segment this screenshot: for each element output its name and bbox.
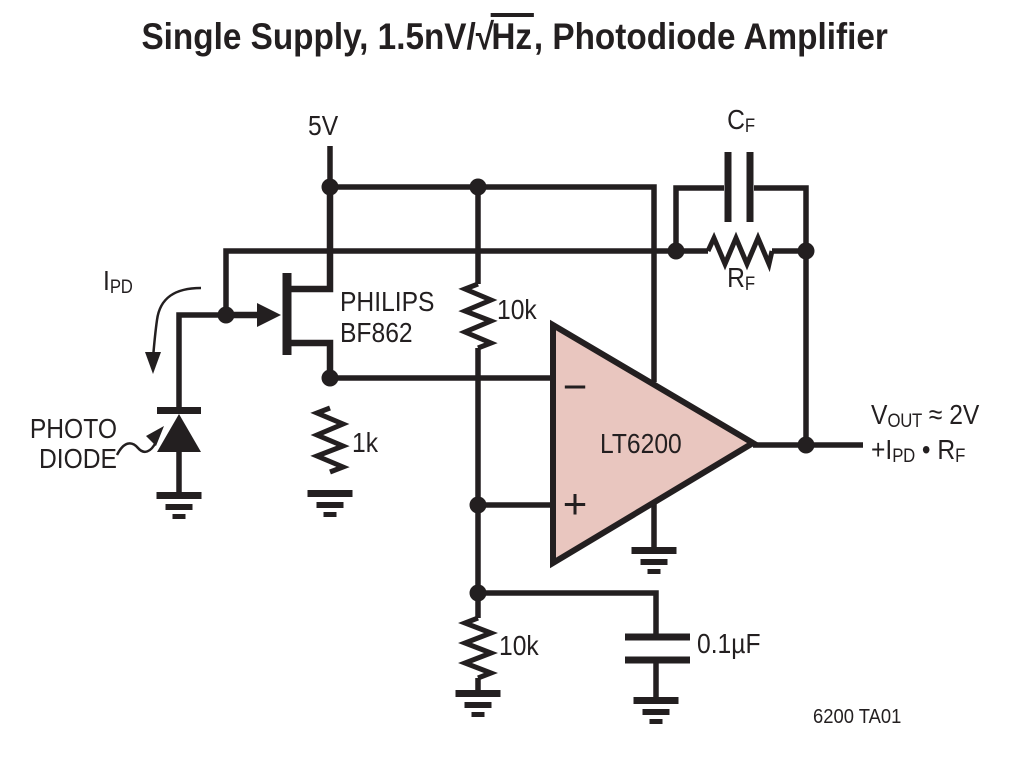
photodiode-label-line2: DIODE <box>38 443 117 474</box>
sqrt-radical: √ <box>476 16 495 57</box>
ground-symbol <box>156 491 202 520</box>
figure-number: 6200 TA01 <box>813 706 902 728</box>
capacitor-bypass <box>625 633 690 664</box>
opamp-part-label: LT6200 <box>600 428 682 459</box>
jfet-part-label-line1: PHILIPS <box>340 286 435 317</box>
jfet-part-label-line2: BF862 <box>340 317 413 348</box>
resistor-1k <box>310 405 350 475</box>
photodiode-symbol <box>157 407 201 452</box>
opamp-inverting-input-sign: − <box>562 363 588 410</box>
ground-symbol <box>307 489 353 518</box>
resistor-1k-label: 1k <box>352 427 379 458</box>
opamp-noninverting-input-sign: + <box>562 480 588 527</box>
capacitor-cf <box>724 152 754 222</box>
resistor-10k-bottom-label: 10k <box>499 630 539 661</box>
junction-dots <box>217 178 815 602</box>
label-pointer-arrow <box>115 426 164 456</box>
supply-voltage-label: 5V <box>308 110 339 141</box>
wires <box>176 146 863 698</box>
ground-symbol <box>631 546 677 575</box>
rf-label: RF <box>727 262 755 296</box>
title-text-end: , Photodiode Amplifier <box>534 16 889 57</box>
title-text: Single Supply, 1.5nV/ <box>141 16 477 57</box>
vout-label-line1: VOUT ≈ 2V <box>871 399 980 433</box>
jfet-symbol <box>226 189 334 378</box>
bypass-cap-label: 0.1µF <box>697 628 761 659</box>
jfet-gate-arrow <box>257 303 281 327</box>
vout-label-line2: +IPD • RF <box>871 434 966 468</box>
schematic-title: Single Supply, 1.5nV/√Hz, Photodiode Amp… <box>0 13 1030 57</box>
ipd-label: IPD <box>103 265 133 299</box>
cf-label: CF <box>727 104 755 138</box>
ground-symbol <box>633 696 679 725</box>
sqrt-argument: Hz <box>490 13 535 55</box>
resistor-10k-top-label: 10k <box>497 294 537 325</box>
current-direction-arrow <box>145 286 202 374</box>
resistor-10k-top <box>458 281 498 351</box>
opamp-triangle <box>550 319 759 569</box>
resistor-rf <box>705 231 775 273</box>
resistor-10k-bottom <box>458 615 498 681</box>
ground-symbol <box>455 689 501 718</box>
photodiode-label-line1: PHOTO <box>29 413 117 444</box>
